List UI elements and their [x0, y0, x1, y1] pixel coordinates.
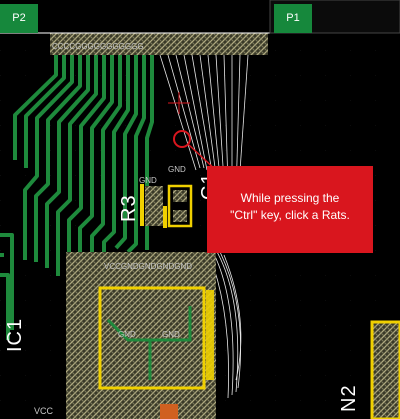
red-circle-marker-icon	[173, 130, 191, 148]
ratsnest-lines[interactable]	[159, 54, 249, 399]
ic-pin-label-row: VCCGNDGNDGNDGND	[104, 262, 192, 271]
connector-pad-strip	[50, 33, 268, 55]
connector-tag-p1[interactable]: P1	[274, 4, 312, 33]
trace-group-left[interactable]	[0, 55, 154, 340]
instruction-callout: While pressing the "Ctrl" key, click a R…	[207, 166, 373, 253]
gnd-label-ic-left: GND	[118, 330, 136, 339]
gnd-label-r3: GND	[139, 176, 157, 185]
ic1-outline[interactable]	[98, 286, 206, 390]
gnd-label-ic-right: GND	[162, 330, 180, 339]
n2-footprint[interactable]	[370, 320, 400, 419]
pad-pattern-label: CCCCGGGGGGGGGGG	[52, 42, 144, 51]
cursor-crosshair-icon	[168, 92, 190, 114]
callout-line-2: "Ctrl" key, click a Rats.	[230, 208, 350, 222]
c1-outline[interactable]	[167, 184, 193, 228]
connector-tag-p2[interactable]: P2	[0, 4, 38, 33]
vcc-label: VCC	[34, 406, 54, 416]
callout-line-1: While pressing the	[240, 191, 340, 205]
ref-n2: N2	[338, 384, 360, 412]
ref-ic1: IC1	[4, 317, 26, 352]
ref-r3: R3	[118, 194, 140, 222]
gnd-label-top: GND	[168, 165, 186, 174]
